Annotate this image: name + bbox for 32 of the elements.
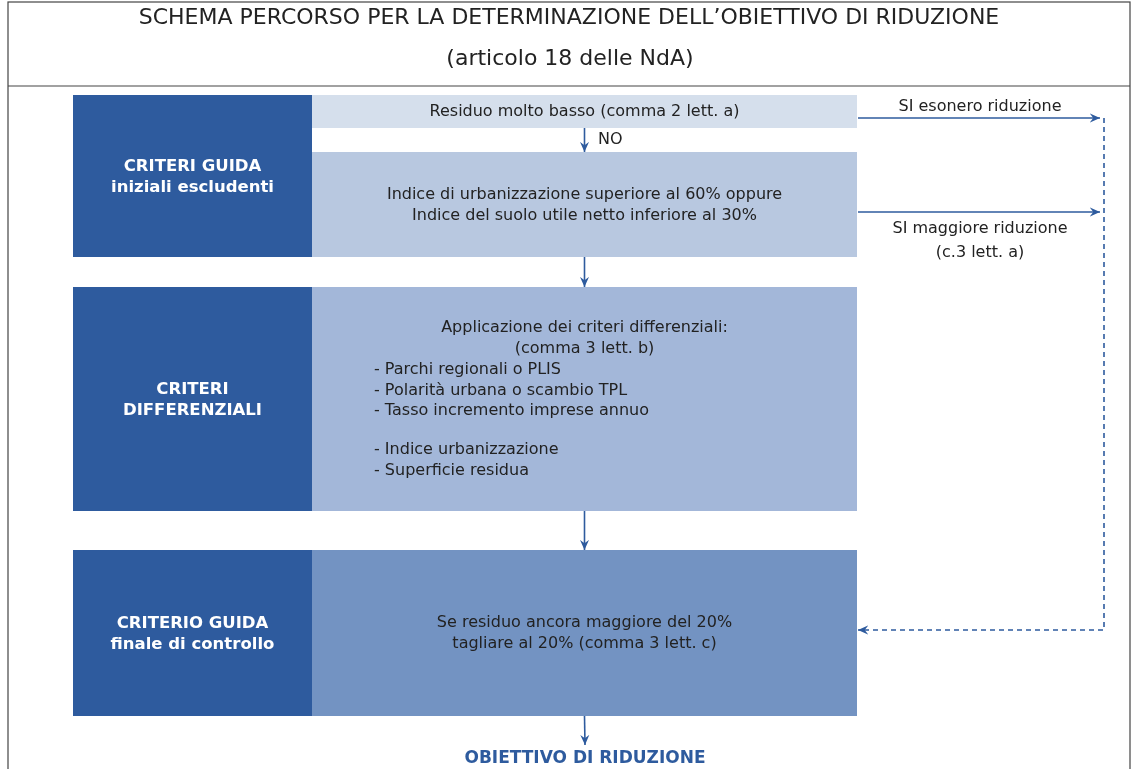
edge-label: SI esonero riduzione <box>897 95 1063 117</box>
category-box <box>73 287 312 511</box>
arrow <box>857 207 1101 217</box>
title: SCHEMA PERCORSO PER LA DETERMINAZIONE DELL’OBIETTIVO DI RIDUZIONE <box>137 4 1001 29</box>
edge-label: SI maggiore riduzione (c.3 lett. a) <box>891 217 1069 263</box>
subtitle: (articolo 18 delle NdA) <box>445 44 695 72</box>
arrow <box>857 117 1105 635</box>
arrow <box>580 127 589 153</box>
box-text: OBIETTIVO DI RIDUZIONE <box>464 745 706 769</box>
box-text: CRITERI GUIDA iniziali escludenti <box>110 154 275 198</box>
criteria-item: - Tasso incremento imprese annuo <box>374 400 650 422</box>
category-box <box>73 550 312 716</box>
criteria-box <box>312 287 857 511</box>
box-text: Residuo molto basso (comma 2 lett. a) <box>429 101 740 122</box>
process-box <box>312 95 857 128</box>
criteria-heading: Applicazione dei criteri differenziali: (comma 3 lett. b) <box>440 317 729 359</box>
arrow <box>580 256 589 288</box>
criteria-item: - Indice urbanizzazione <box>374 439 559 460</box>
box-text: CRITERI DIFFERENZIALI <box>122 377 263 421</box>
criteria-item: - Superficie residua <box>374 460 529 481</box>
process-box <box>312 550 857 716</box>
criteria-item: - Polarità urbana o scambio TPL <box>374 379 628 401</box>
edge-label: NO <box>598 129 624 150</box>
box-text: Indice di urbanizzazione superiore al 60% oppure Indice del suolo utile netto inferiore al 30% <box>385 183 784 226</box>
category-box <box>73 95 312 257</box>
criteria-item: - Parchi regionali o PLIS <box>374 358 561 380</box>
box-text: Se residuo ancora maggiore del 20% tagliare al 20% (comma 3 lett. c) <box>435 612 734 654</box>
arrow <box>580 510 589 551</box>
arrow <box>857 113 1101 123</box>
box-text: CRITERIO GUIDA finale di controllo <box>109 611 276 655</box>
process-box <box>312 152 857 257</box>
arrow <box>580 715 590 746</box>
